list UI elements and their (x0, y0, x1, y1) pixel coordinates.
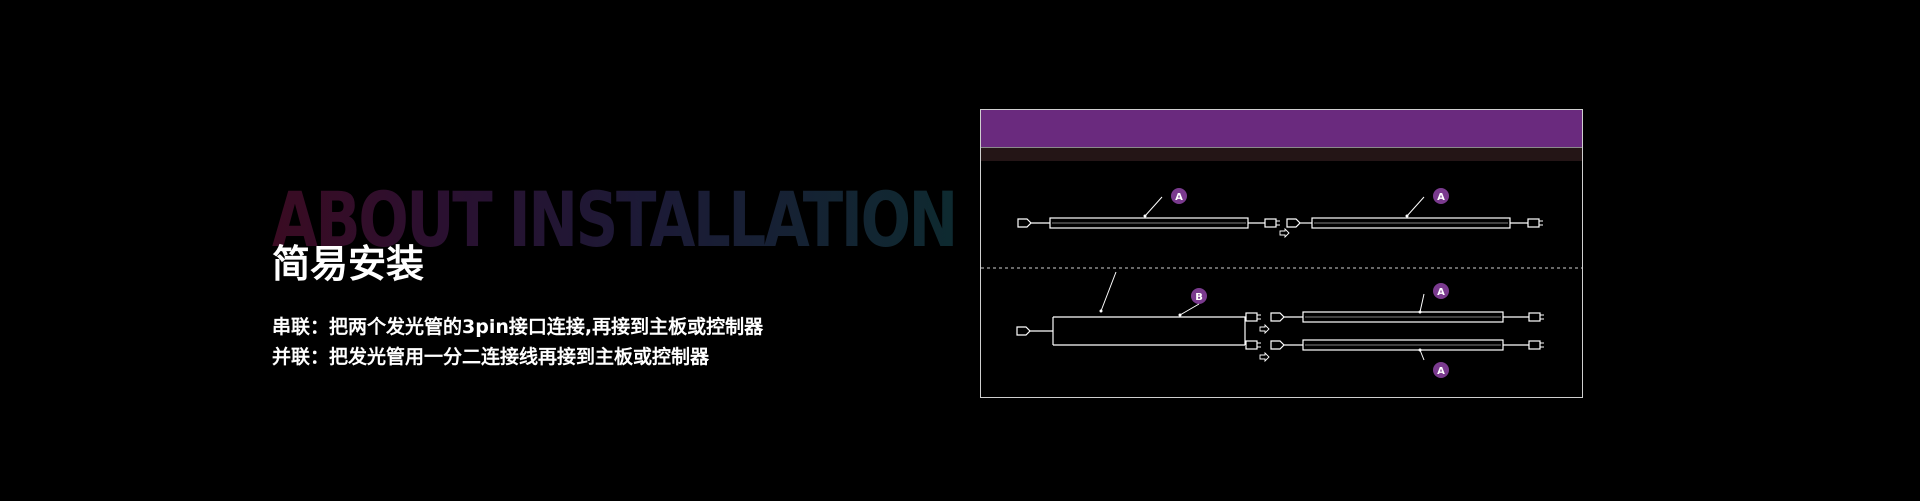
diagram-frame (980, 109, 1583, 398)
svg-text:B: B (1195, 292, 1203, 303)
diagram-svg: A A B (980, 109, 1583, 398)
page-title: 简易安装 (272, 242, 425, 286)
diagram-subheader-bar (981, 148, 1583, 161)
label-b-badge: B (1191, 288, 1207, 304)
series-description: 串联：把两个发光管的3pin接口连接,再接到主板或控制器 (272, 316, 764, 338)
label-a-badge: A (1433, 188, 1449, 204)
svg-text:A: A (1437, 287, 1445, 298)
label-a-badge: A (1433, 362, 1449, 378)
label-a-badge: A (1171, 188, 1187, 204)
diagram-header-bar (980, 109, 1583, 148)
label-a-badge: A (1433, 283, 1449, 299)
svg-text:A: A (1437, 366, 1445, 377)
series-connection: A A (1017, 188, 1544, 238)
background-title: ABOUT INSTALLATION (272, 175, 958, 264)
parallel-description: 并联：把发光管用一分二连接线再接到主板或控制器 (272, 346, 710, 368)
svg-text:A: A (1175, 192, 1183, 203)
parallel-connection: B A (1016, 271, 1545, 378)
svg-text:A: A (1437, 192, 1445, 203)
installation-diagram: A A B (980, 109, 1584, 399)
